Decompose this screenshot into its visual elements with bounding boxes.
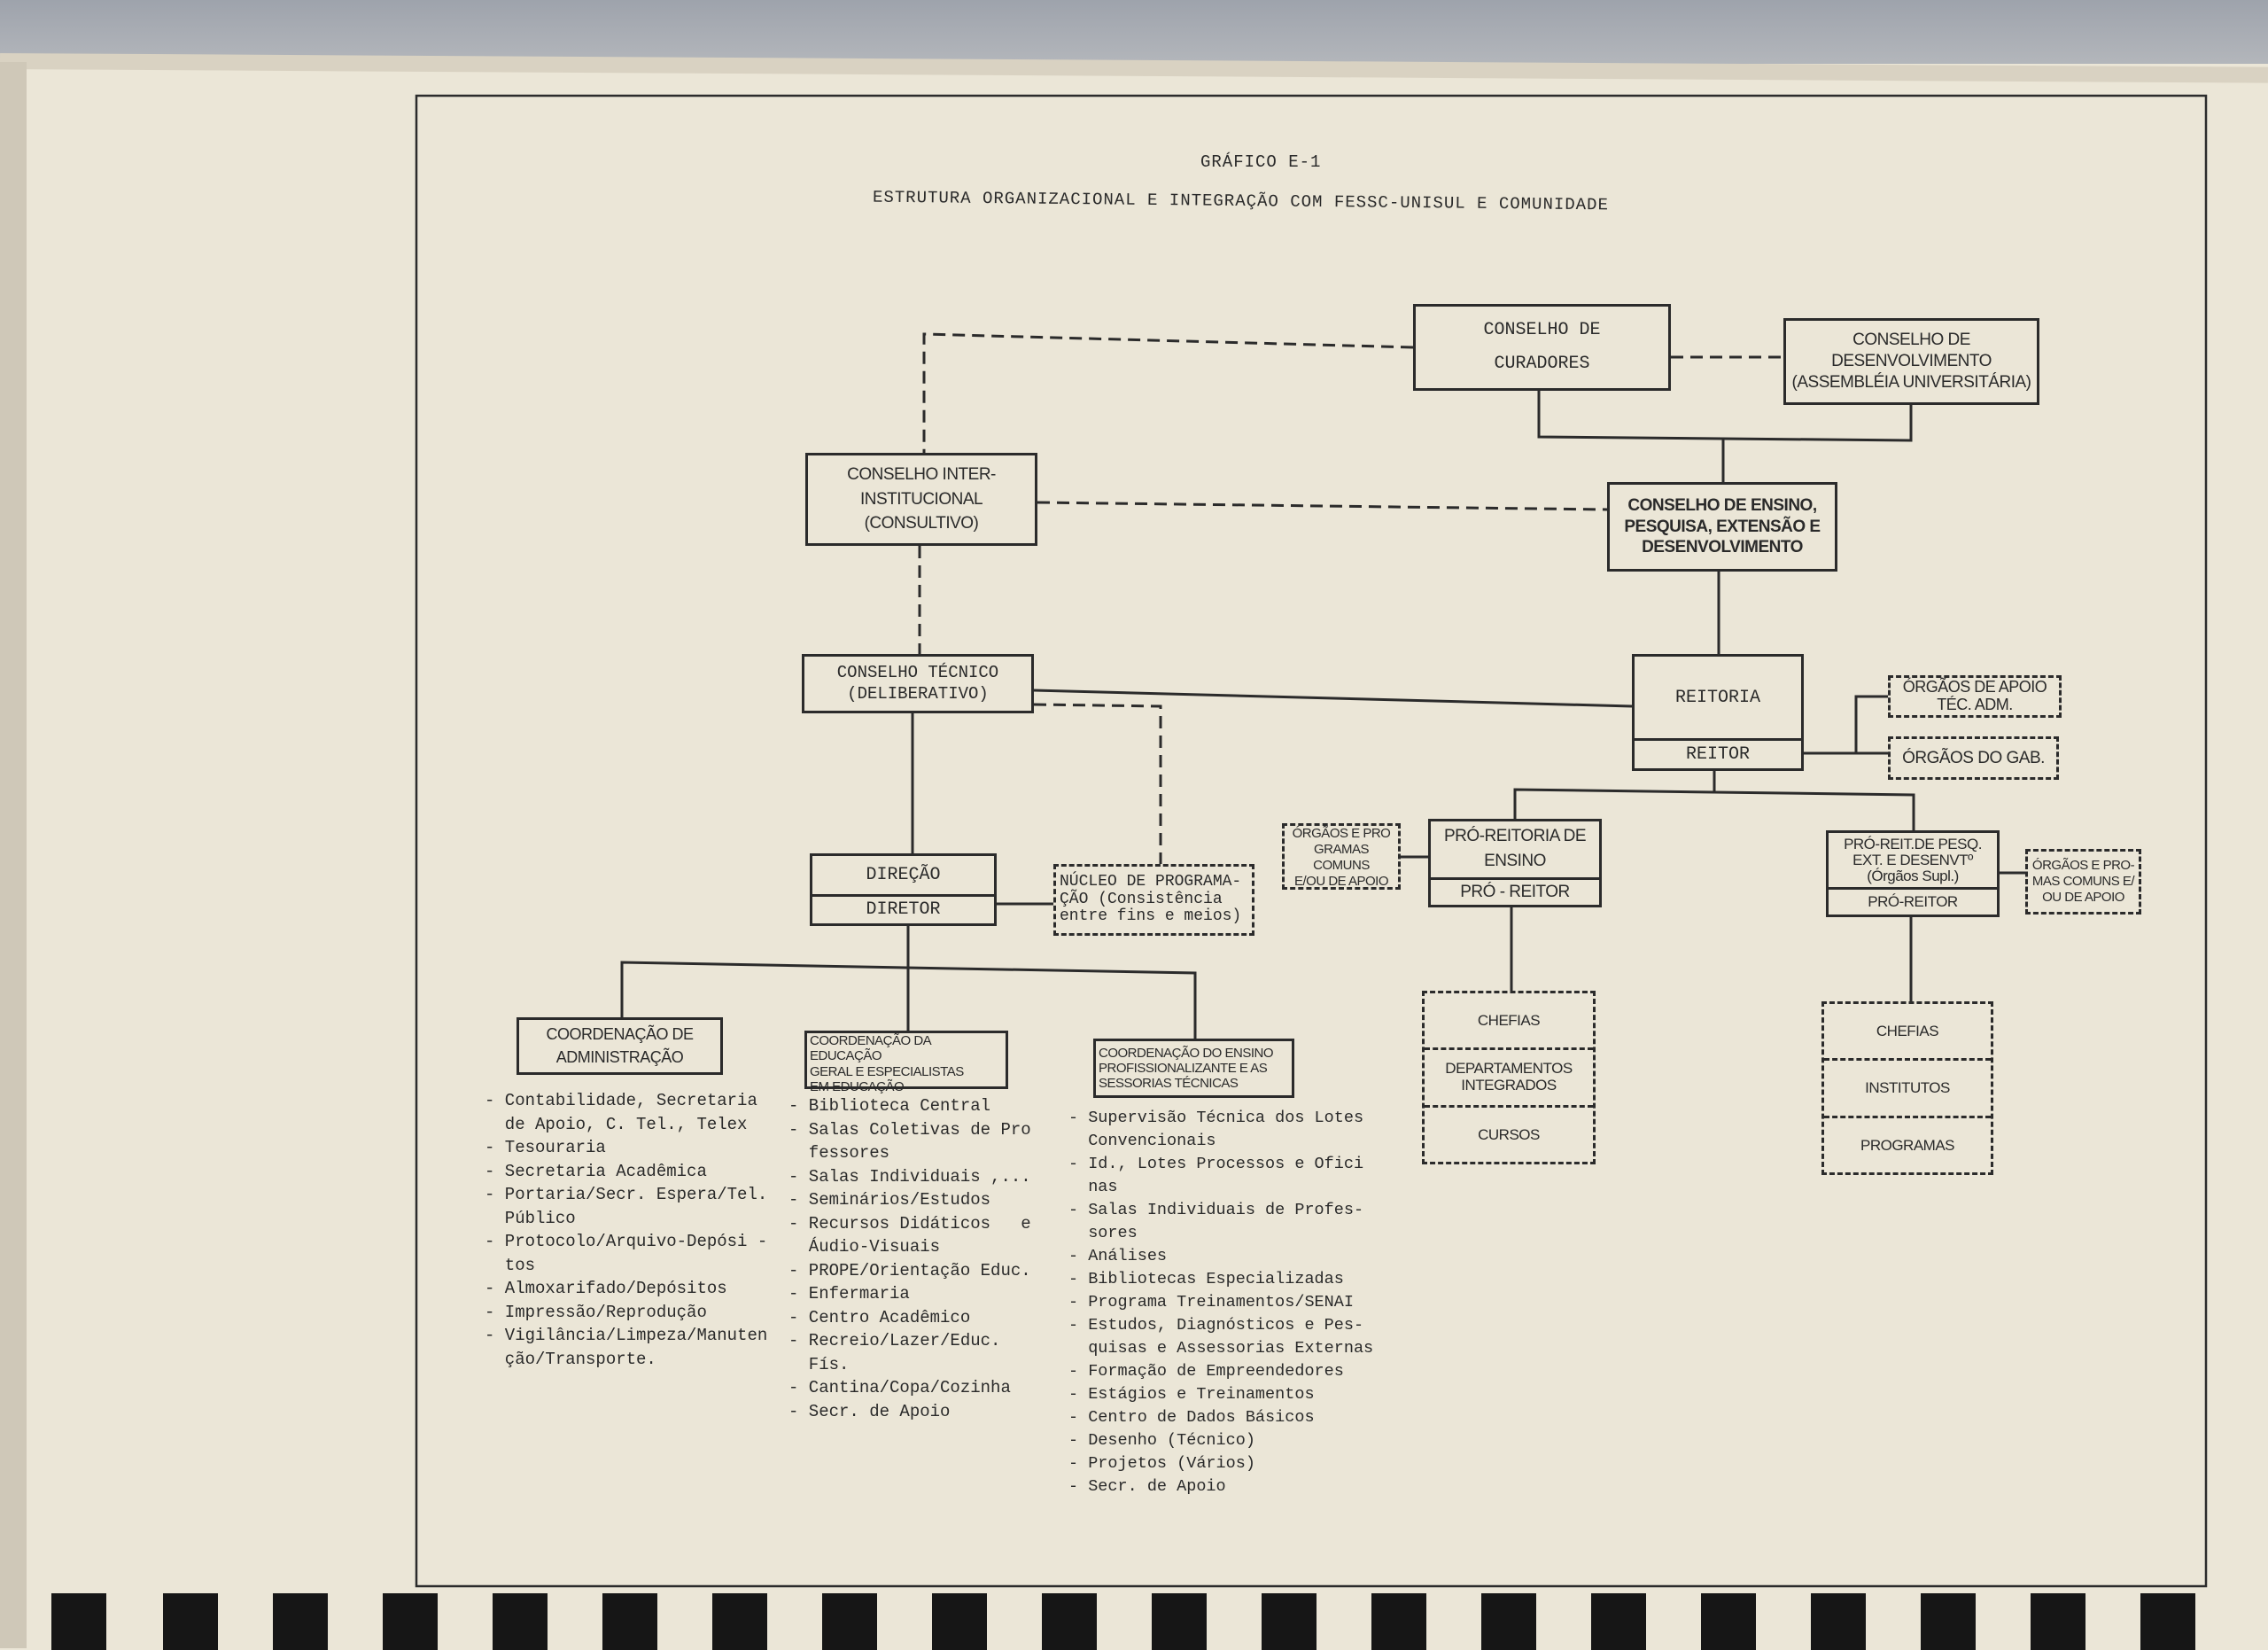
box-nucleo-programacao: NÚCLEO DE PROGRAMA- ÇÃO (Consistência en… bbox=[1053, 864, 1254, 936]
box-conselho-ensino: CONSELHO DE ENSINO, PESQUISA, EXTENSÃO E… bbox=[1607, 482, 1837, 572]
box-pro-reitoria-pesquisa: PRÓ-REIT.DE PESQ. EXT. E DESENVTº (Órgão… bbox=[1826, 830, 2000, 917]
box-label: COORDENAÇÃO DE ADMINISTRAÇÃO bbox=[546, 1025, 694, 1066]
box-label: CONSELHO DE ENSINO, PESQUISA, EXTENSÃO E… bbox=[1624, 495, 1821, 557]
box-reitoria: REITORIA REITOR bbox=[1632, 654, 1804, 771]
box-label: CHEFIAS bbox=[1477, 1012, 1541, 1030]
box-sublabel: PRÓ-REITOR bbox=[1829, 887, 1997, 915]
box-chefias-ensino: CHEFIAS DEPARTAMENTOS INTEGRADOS CURSOS bbox=[1422, 991, 1596, 1164]
box-label: CURSOS bbox=[1425, 1104, 1593, 1162]
box-label: ÓRGÃOS E PRO GRAMAS COMUNS E/OU DE APOIO bbox=[1292, 826, 1391, 889]
box-sublabel: REITOR bbox=[1635, 738, 1801, 768]
box-label: CONSELHO DE DESENVOLVIMENTO (ASSEMBLÉIA … bbox=[1791, 331, 2031, 392]
box-label: PROGRAMAS bbox=[1824, 1115, 1991, 1172]
chart-number: GRÁFICO E-1 bbox=[1200, 152, 1322, 172]
box-label: REITORIA bbox=[1674, 687, 1760, 708]
box-label: ÓRGÃOS DO GAB. bbox=[1902, 748, 2045, 767]
box-orgaos-programas-ensino: ÓRGÃOS E PRO GRAMAS COMUNS E/OU DE APOIO bbox=[1282, 823, 1401, 890]
box-coord-administracao: COORDENAÇÃO DE ADMINISTRAÇÃO bbox=[517, 1017, 723, 1075]
page-shadow bbox=[0, 62, 27, 1648]
box-label: ÓRGÃOS E PRO- MAS COMUNS E/ OU DE APOIO bbox=[2031, 858, 2135, 905]
box-conselho-curadores: CONSELHO DE CURADORES bbox=[1413, 304, 1671, 391]
dashed-connectors bbox=[918, 332, 1783, 864]
box-label: CONSELHO DE CURADORES bbox=[1483, 320, 1601, 374]
box-label: COORDENAÇÃO DA EDUCAÇÃO GERAL E ESPECIAL… bbox=[810, 1033, 964, 1094]
list-educacao: - Biblioteca Central - Salas Coletivas d… bbox=[788, 1096, 1031, 1421]
box-conselho-desenvolvimento: CONSELHO DE DESENVOLVIMENTO (ASSEMBLÉIA … bbox=[1783, 318, 2039, 405]
box-label: DEPARTAMENTOS INTEGRADOS bbox=[1425, 1047, 1593, 1104]
box-label: ÓRGÃOS DE APOIO TÉC. ADM. bbox=[1902, 678, 2047, 713]
box-sublabel: DIRETOR bbox=[812, 893, 994, 923]
list-ensino-profissionalizante: - Supervisão Técnica dos Lotes Convencio… bbox=[1068, 1109, 1374, 1496]
box-label: DIREÇÃO bbox=[866, 864, 941, 885]
box-label: CHEFIAS bbox=[1876, 1023, 1939, 1040]
box-label: PRÓ-REIT.DE PESQ. EXT. E DESENVTº (Órgão… bbox=[1844, 835, 1982, 884]
box-coord-ensino: COORDENAÇÃO DO ENSINO PROFISSIONALIZANTE… bbox=[1093, 1039, 1294, 1098]
box-label: CONSELHO INTER- INSTITUCIONAL (CONSULTIV… bbox=[847, 465, 996, 533]
box-label: PRÓ-REITORIA DE ENSINO bbox=[1443, 826, 1587, 871]
solid-connectors bbox=[620, 391, 2025, 1039]
box-pro-reitoria-ensino: PRÓ-REITORIA DE ENSINO PRÓ - REITOR bbox=[1428, 819, 1602, 907]
box-orgaos-programas-pesquisa: ÓRGÃOS E PRO- MAS COMUNS E/ OU DE APOIO bbox=[2025, 849, 2141, 915]
box-orgaos-apoio-tec-adm: ÓRGÃOS DE APOIO TÉC. ADM. bbox=[1888, 675, 2062, 718]
box-chefias-pesquisa: CHEFIAS INSTITUTOS PROGRAMAS bbox=[1821, 1001, 1993, 1175]
box-label: INSTITUTOS bbox=[1824, 1058, 1991, 1115]
page-frame bbox=[415, 94, 2208, 1588]
box-label: COORDENAÇÃO DO ENSINO PROFISSIONALIZANTE… bbox=[1099, 1045, 1274, 1092]
box-conselho-tecnico: CONSELHO TÉCNICO (DELIBERATIVO) bbox=[802, 654, 1034, 713]
box-orgaos-gab: ÓRGÃOS DO GAB. bbox=[1888, 736, 2059, 780]
list-administracao: - Contabilidade, Secretaria de Apoio, C.… bbox=[485, 1091, 768, 1369]
box-coord-educacao: COORDENAÇÃO DA EDUCAÇÃO GERAL E ESPECIAL… bbox=[804, 1031, 1008, 1094]
box-conselho-interinstitucional: CONSELHO INTER- INSTITUCIONAL (CONSULTIV… bbox=[805, 453, 1037, 546]
box-sublabel: PRÓ - REITOR bbox=[1431, 876, 1599, 905]
box-label: NÚCLEO DE PROGRAMA- ÇÃO (Consistência en… bbox=[1060, 872, 1242, 926]
box-label: CONSELHO TÉCNICO (DELIBERATIVO) bbox=[836, 662, 999, 704]
box-direcao: DIREÇÃO DIRETOR bbox=[810, 853, 997, 926]
background-strip bbox=[0, 0, 2268, 64]
